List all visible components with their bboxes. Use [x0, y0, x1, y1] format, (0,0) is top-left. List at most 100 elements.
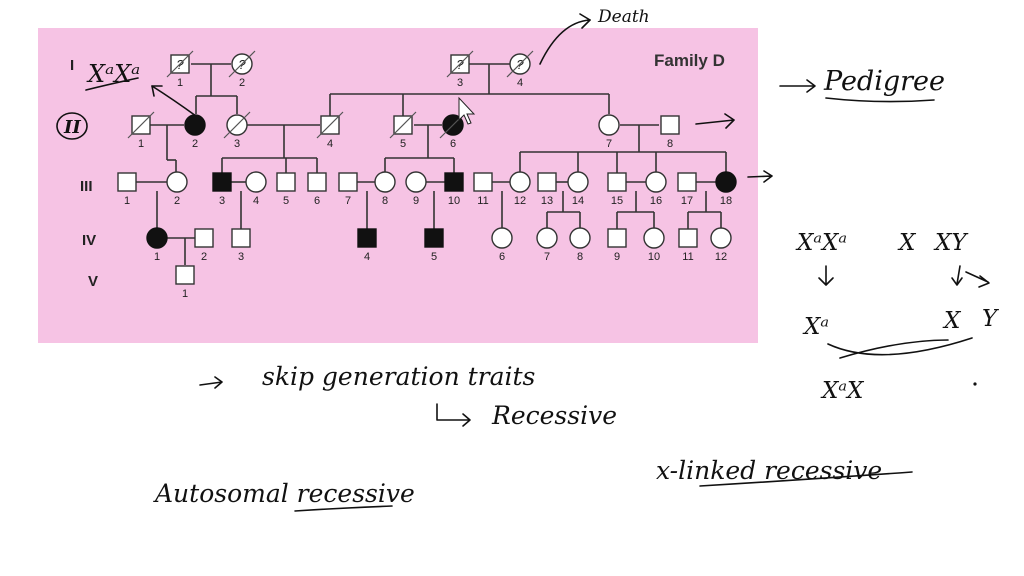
individual-number: 10 [648, 251, 660, 263]
individual-number: 1 [124, 195, 130, 207]
female-symbol [374, 171, 396, 193]
ink-dot [973, 382, 977, 386]
annotation-recessive: Recessive [491, 401, 617, 430]
female-symbol [567, 171, 589, 193]
arrow-male-gametes [951, 265, 990, 288]
individual-ii-8: 8 [660, 115, 680, 150]
deceased-slash [506, 50, 534, 78]
male-symbol [175, 265, 195, 285]
individual-number: 14 [572, 195, 584, 207]
arrow-death [539, 19, 591, 65]
underline-pedigree [825, 97, 935, 103]
individual-iv-3: 3 [231, 228, 251, 263]
deceased-slash [166, 50, 194, 78]
individual-iv-12: 12 [710, 227, 732, 263]
generation-label-4: IV [82, 232, 96, 249]
cross-symbol: X [897, 230, 917, 256]
individual-number: 2 [174, 195, 180, 207]
underline-gen1-genotype [85, 77, 139, 91]
individual-iii-13: 13 [537, 172, 557, 207]
individual-number: 8 [382, 195, 388, 207]
individual-iii-4: 4 [245, 171, 267, 207]
pedigree-photo [38, 28, 758, 343]
individual-iii-6: 6 [307, 172, 327, 207]
annotation-autosomal-recessive: Autosomal recessive [153, 479, 415, 508]
individual-i-3: ?3 [446, 50, 474, 89]
individual-number: 9 [413, 195, 419, 207]
individual-number: 13 [541, 195, 553, 207]
individual-iii-8: 8 [374, 171, 396, 207]
individual-iii-16: 16 [645, 171, 667, 207]
generation-label-1: I [70, 57, 74, 74]
individual-number: 4 [327, 138, 333, 150]
generation-label-2: II [63, 117, 81, 138]
individual-iv-2: 2 [194, 228, 214, 263]
individual-number: 2 [239, 77, 245, 89]
underline-autosomal-recessive [294, 505, 393, 512]
individual-iv-9: 9 [607, 228, 627, 263]
annotation-x-linked-recessive: x-linked recessive [656, 456, 882, 485]
generation-label-3: III [80, 178, 93, 195]
individual-iv-4: 4 [357, 228, 377, 263]
female-symbol [245, 171, 267, 193]
male-symbol [231, 228, 251, 248]
individual-number: 3 [238, 251, 244, 263]
male-symbol [678, 228, 698, 248]
male-symbol [307, 172, 327, 192]
individual-iii-10: 10 [444, 172, 464, 207]
male-symbol [194, 228, 214, 248]
male-symbol [338, 172, 358, 192]
individual-number: 2 [201, 251, 207, 263]
individual-number: 8 [667, 138, 673, 150]
individual-number: 1 [154, 251, 160, 263]
individual-number: 3 [234, 138, 240, 150]
offspring-genotype: XᵃX [820, 378, 865, 404]
cross-male-genotype: XY [933, 230, 969, 256]
female-symbol [598, 114, 620, 136]
individual-number: 12 [715, 251, 727, 263]
unknown-mark: ? [176, 57, 184, 72]
deceased-slash [223, 111, 251, 139]
individual-number: 11 [682, 251, 693, 263]
individual-number: 12 [514, 195, 526, 207]
female-symbol [710, 227, 732, 249]
female-symbol [645, 171, 667, 193]
deceased-slash [316, 111, 344, 139]
individual-number: 15 [611, 195, 623, 207]
annotation-skip-generation: skip generation traits [262, 362, 535, 391]
pedigree-lines [136, 63, 727, 265]
arrow-female-gamete [818, 265, 834, 286]
affected-male-symbol [357, 228, 377, 248]
individual-number: 18 [720, 195, 732, 207]
arrow-to-genotype [151, 85, 197, 117]
gamete-female: Xᵃ [802, 314, 829, 340]
individual-i-4: ?4 [506, 50, 534, 89]
individual-ii-3: 3 [223, 111, 251, 150]
gamete-male-y: Y [982, 306, 1000, 332]
individual-number: 5 [400, 138, 406, 150]
male-symbol [117, 172, 137, 192]
individual-i-2: ?2 [228, 50, 256, 89]
individual-ii-4: 4 [316, 111, 344, 150]
individual-number: 6 [499, 251, 505, 263]
generation-label-5: V [88, 273, 98, 290]
deceased-slash [127, 111, 155, 139]
female-symbol [166, 171, 188, 193]
gamete-cross-lines [827, 337, 973, 359]
individual-number: 5 [283, 195, 289, 207]
family-label: Family D [654, 51, 725, 70]
individual-number: 9 [614, 251, 620, 263]
deceased-slash [228, 50, 256, 78]
arrow-row-3 [747, 170, 773, 183]
individual-i-1: ?1 [166, 50, 194, 89]
male-symbol [607, 172, 627, 192]
individual-iii-15: 15 [607, 172, 627, 207]
individual-iii-11: 11 [473, 172, 493, 207]
annotation-pedigree: Pedigree [823, 66, 945, 97]
affected-female-symbol [146, 227, 168, 249]
individual-number: 17 [681, 195, 693, 207]
individual-iv-7: 7 [536, 227, 558, 263]
individual-number: 11 [477, 195, 488, 207]
individual-number: 1 [177, 77, 183, 89]
individual-number: 16 [650, 195, 662, 207]
